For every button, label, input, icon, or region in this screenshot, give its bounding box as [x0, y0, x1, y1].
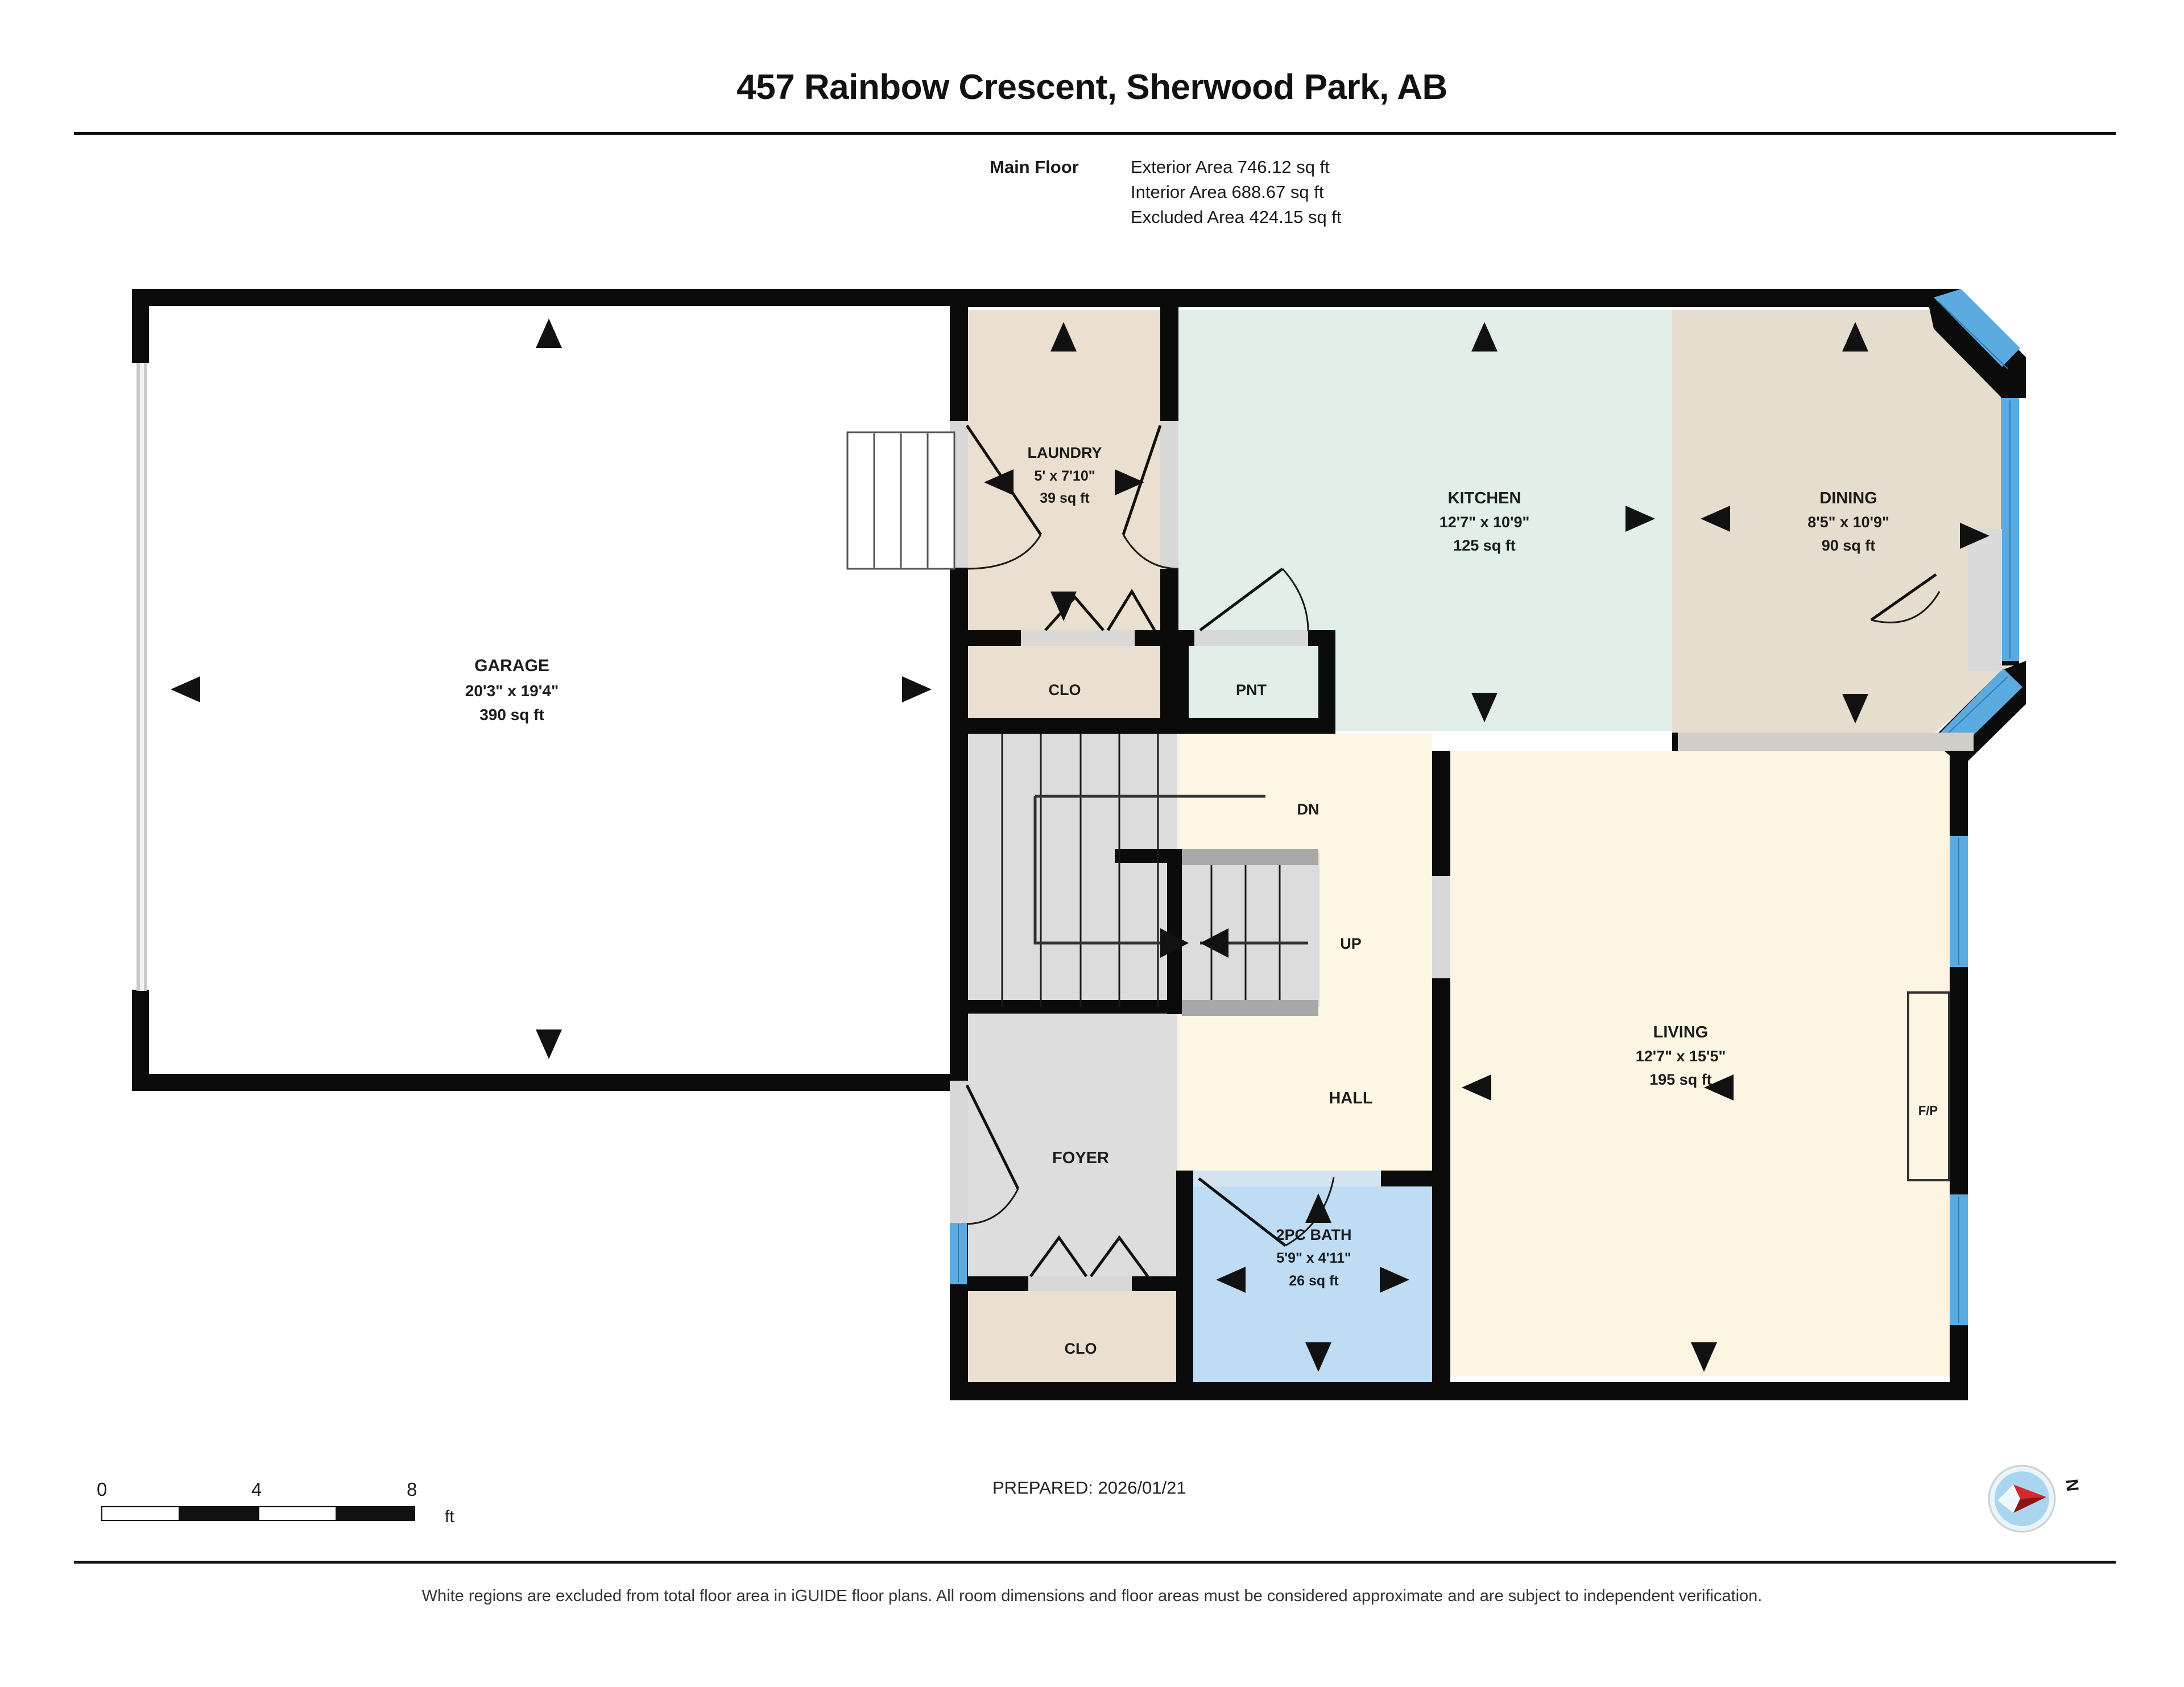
disclaimer-text: White regions are excluded from total fl… — [421, 1587, 1763, 1605]
scale-unit: ft — [445, 1507, 454, 1526]
stairs-fill — [966, 734, 1177, 1007]
wall-garage-left-top — [132, 289, 149, 363]
windows — [950, 289, 2022, 1325]
living-fill — [1433, 751, 1968, 1376]
small-labels: CLO PNT DN UP HALL FOYER CLO F/P — [1049, 681, 1938, 1357]
label-dining-name: DINING — [1819, 489, 1877, 507]
label-stairs-up: UP — [1340, 935, 1362, 952]
scale-seg-3 — [258, 1506, 337, 1521]
scale-seg-4 — [337, 1506, 415, 1521]
garage-fill — [145, 301, 953, 1086]
compass-north-label: N — [2062, 1478, 2083, 1492]
label-dining-dim: 8'5" x 10'9" — [1807, 514, 1889, 531]
label-bath-name: 2PC BATH — [1276, 1226, 1351, 1243]
label-foyer: FOYER — [1052, 1149, 1109, 1167]
wall-garage-bottom — [132, 1074, 967, 1091]
dimension-arrows — [171, 319, 1989, 1372]
label-laundry-area: 39 sq ft — [1040, 490, 1090, 506]
interior-area: Interior Area 688.67 sq ft — [1131, 182, 1324, 202]
wall-foyer-closet-r — [1132, 1276, 1183, 1291]
stairs — [1001, 734, 1318, 1016]
wall-stair-inner-3 — [966, 1000, 1182, 1014]
window-dining-se — [1936, 668, 2022, 746]
page-title: 457 Rainbow Crescent, Sherwood Park, AB — [737, 68, 1447, 107]
closet-lower-fill — [966, 1291, 1177, 1382]
wall-dining-ne — [1925, 289, 2026, 398]
label-bath-dim: 5'9" x 4'11" — [1276, 1250, 1351, 1266]
scale-tick-0: 0 — [97, 1479, 107, 1500]
closet-upper-fill — [966, 646, 1165, 731]
scale-seg-2 — [180, 1506, 258, 1521]
room-fills — [145, 301, 2008, 1382]
wall-laundry-right — [1160, 307, 1178, 421]
label-stairs-down: DN — [1297, 801, 1320, 818]
label-garage-name: GARAGE — [474, 656, 549, 675]
title-divider — [74, 132, 2116, 135]
prepared-date: PREPARED: 2026/01/21 — [992, 1478, 1186, 1498]
wall-house-top — [950, 289, 1939, 307]
garage-door-panel-2 — [140, 363, 144, 991]
scale-tick-8: 8 — [407, 1479, 417, 1500]
label-living-dim: 12'7" x 15'5" — [1636, 1048, 1726, 1065]
label-garage-dim: 20'3" x 19'4" — [465, 682, 559, 700]
label-closet-lower: CLO — [1065, 1340, 1097, 1357]
dining-fill — [1672, 310, 2008, 734]
label-bath-area: 26 sq ft — [1289, 1273, 1339, 1289]
label-garage-area: 390 sq ft — [479, 706, 544, 723]
wall-garage-top — [132, 289, 967, 306]
room-labels: GARAGE 20'3" x 19'4" 390 sq ft LAUNDRY 5… — [465, 444, 1889, 1289]
label-living-name: LIVING — [1653, 1023, 1709, 1041]
wall-foyer-closet-l — [966, 1276, 1028, 1291]
wall-hall-right — [1432, 751, 1450, 1382]
label-living-area: 195 sq ft — [1649, 1071, 1712, 1088]
footer-divider — [74, 1561, 2116, 1564]
window-dining-ne — [1934, 289, 2020, 369]
wall-stair-inner-2 — [1167, 849, 1182, 1014]
scale-seg-1 — [101, 1506, 180, 1521]
scale-tick-4: 4 — [251, 1479, 262, 1500]
wall-house-bottom — [950, 1382, 1968, 1400]
exterior-area: Exterior Area 746.12 sq ft — [1131, 157, 1330, 177]
label-laundry-dim: 5' x 7'10" — [1034, 468, 1095, 484]
wall-pantry-left — [1172, 630, 1189, 734]
label-kitchen-dim: 12'7" x 10'9" — [1440, 514, 1530, 531]
kitchen-fill — [1177, 310, 1672, 731]
floor-label: Main Floor — [990, 157, 1079, 177]
fireplace — [1907, 991, 1950, 1181]
label-closet-upper: CLO — [1049, 681, 1081, 698]
label-kitchen-area: 125 sq ft — [1453, 537, 1516, 554]
label-pantry: PNT — [1236, 681, 1267, 698]
stairs-fill-2 — [1177, 853, 1320, 1007]
label-laundry-name: LAUNDRY — [1028, 444, 1102, 461]
label-kitchen-name: KITCHEN — [1448, 489, 1521, 507]
wall-closet-bottom — [967, 718, 1320, 734]
excluded-area: Excluded Area 424.15 sq ft — [1131, 207, 1342, 228]
label-hall: HALL — [1329, 1089, 1372, 1107]
wall-stair-left — [950, 734, 967, 1382]
wall-pantry-right — [1318, 630, 1335, 734]
compass-icon — [1988, 1465, 2056, 1533]
label-dining-area: 90 sq ft — [1822, 537, 1876, 554]
scale-bar: 0 4 8 ft — [97, 1479, 461, 1553]
garage-step-box — [846, 431, 956, 570]
foyer-fill — [966, 1007, 1177, 1314]
label-fireplace: F/P — [1918, 1103, 1938, 1118]
doors — [846, 421, 2002, 1291]
